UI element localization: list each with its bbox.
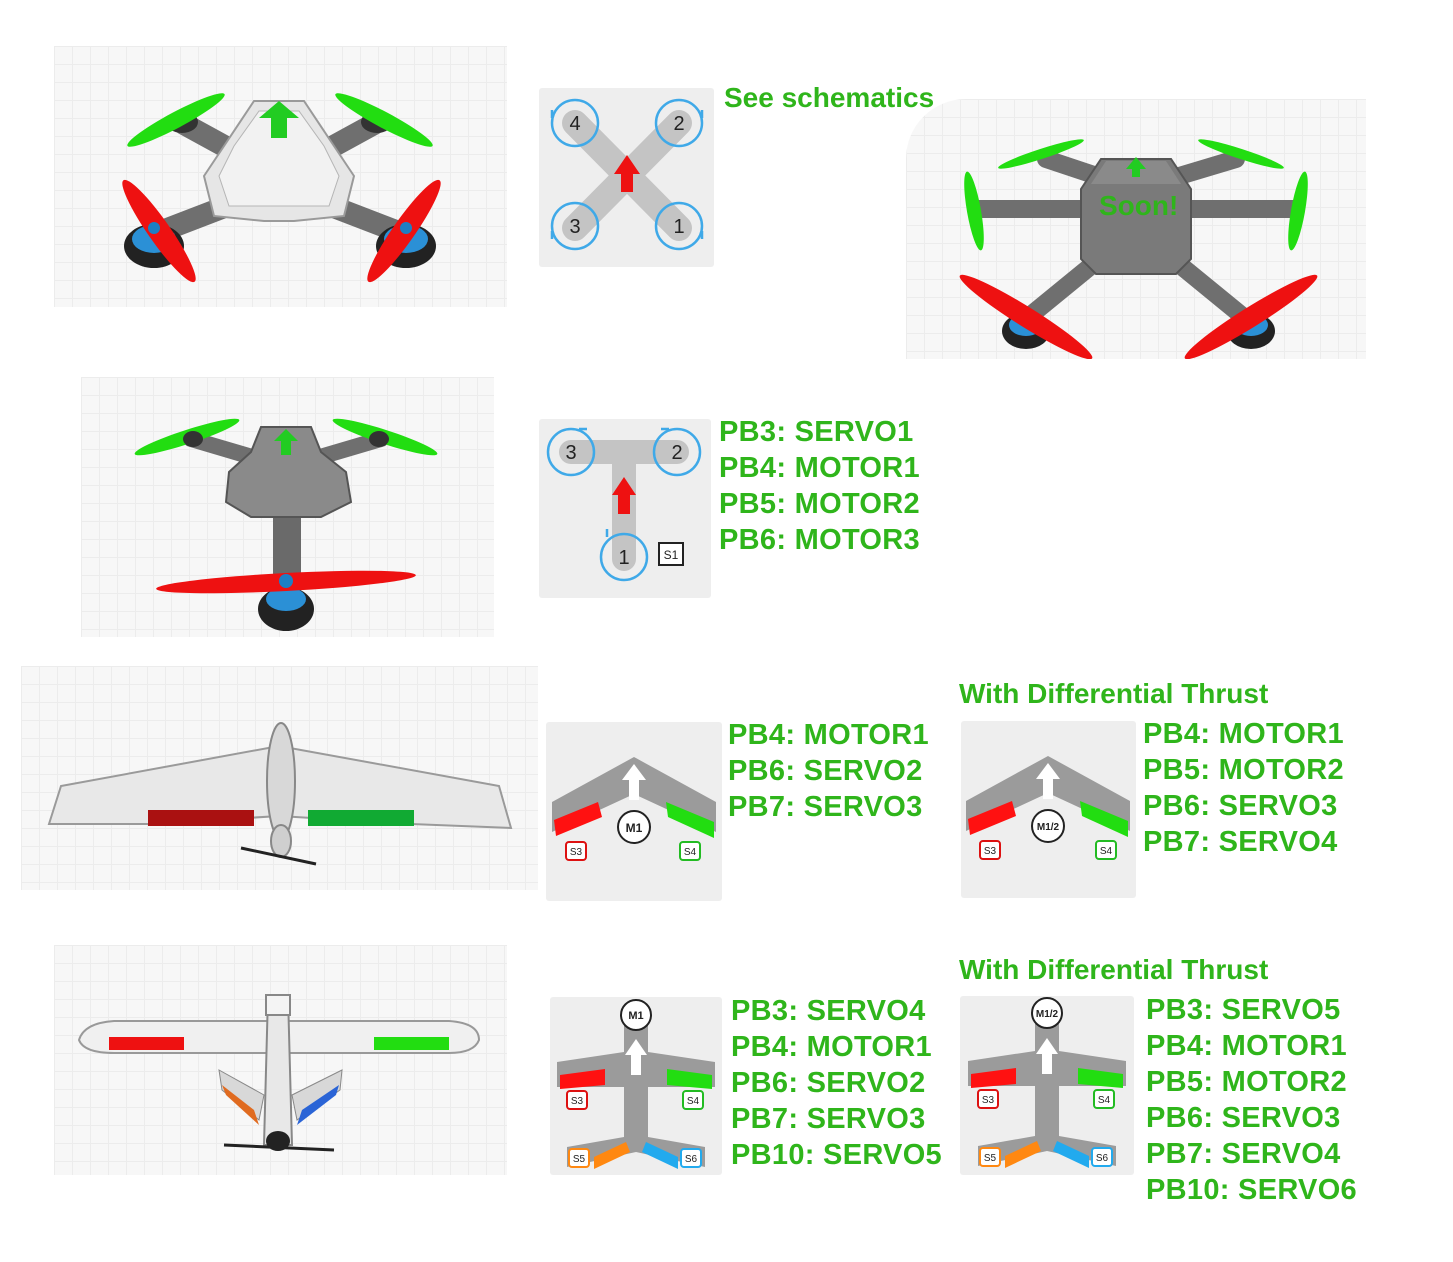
quad-motor-2-label: 2 <box>673 113 684 135</box>
tri-render <box>81 377 494 637</box>
plane-pin-list: PB3: SERVO4 PB4: MOTOR1 PB6: SERVO2 PB7:… <box>731 993 942 1173</box>
plane-pin-4: PB7: SERVO3 <box>731 1103 926 1135</box>
tri-pin-4: PB6: MOTOR3 <box>719 524 920 556</box>
wing-render <box>21 666 538 890</box>
plane-diff-servo-s3: S3 <box>982 1095 995 1106</box>
quad-schematic: 4 2 3 1 <box>539 88 714 267</box>
wing-diff-title: With Differential Thrust <box>959 678 1269 709</box>
plane-diff-pin-3: PB5: MOTOR2 <box>1146 1066 1347 1098</box>
quad-motor-4-label: 4 <box>569 113 580 135</box>
plane-pin-1: PB3: SERVO4 <box>731 995 926 1027</box>
tri-schematic: 3 2 1 S1 <box>539 419 711 598</box>
tri-pin-1: PB3: SERVO1 <box>719 416 914 448</box>
plane-diff-pin-5: PB7: SERVO4 <box>1146 1138 1341 1170</box>
wing-diff-pin-2: PB5: MOTOR2 <box>1143 754 1344 786</box>
plane-diff-servo-s5: S5 <box>984 1153 997 1164</box>
quad-motor-3-label: 3 <box>569 216 580 238</box>
plane-servo-s5: S5 <box>573 1154 586 1165</box>
wing-diff-pin-list: PB4: MOTOR1 PB5: MOTOR2 PB6: SERVO3 PB7:… <box>1143 716 1344 860</box>
wing-diff-pin-1: PB4: MOTOR1 <box>1143 718 1344 750</box>
wing-pin-list: PB4: MOTOR1 PB6: SERVO2 PB7: SERVO3 <box>728 717 929 825</box>
wing-diff-motor-label: M1/2 <box>1037 822 1060 833</box>
see-schematics-note: See schematics <box>724 82 935 113</box>
quad-motor-1-label: 1 <box>673 216 684 238</box>
plane-diff-servo-s4: S4 <box>1098 1095 1111 1106</box>
plane-render <box>54 945 507 1175</box>
plane-diff-servo-s6: S6 <box>1096 1153 1109 1164</box>
plane-pin-3: PB6: SERVO2 <box>731 1067 926 1099</box>
plane-motor-label: M1 <box>628 1010 643 1022</box>
tri-motor-2-label: 2 <box>671 442 682 464</box>
plane-schematic: M1 S3 S4 S5 S6 <box>550 997 722 1175</box>
wing-diff-schematic: M1/2 S3 S4 <box>961 721 1136 898</box>
wing-schematic: M1 S3 S4 <box>546 722 722 901</box>
hex-soon-label: Soon! <box>1099 190 1179 221</box>
wing-diff-servo-right: S4 <box>1100 846 1113 857</box>
tri-pin-3: PB5: MOTOR2 <box>719 488 920 520</box>
plane-servo-s3: S3 <box>571 1096 584 1107</box>
tri-motor-3-label: 3 <box>565 442 576 464</box>
plane-diff-title: With Differential Thrust <box>959 954 1269 985</box>
plane-diff-pin-2: PB4: MOTOR1 <box>1146 1030 1347 1062</box>
wing-diff-servo-left: S3 <box>984 846 997 857</box>
wing-diff-pin-3: PB6: SERVO3 <box>1143 790 1338 822</box>
wing-diff-pin-4: PB7: SERVO4 <box>1143 826 1338 858</box>
wing-pin-2: PB6: SERVO2 <box>728 755 923 787</box>
plane-diff-pin-1: PB3: SERVO5 <box>1146 994 1341 1026</box>
plane-diff-pin-list: PB3: SERVO5 PB4: MOTOR1 PB5: MOTOR2 PB6:… <box>1146 992 1357 1208</box>
tri-motor-1-label: 1 <box>618 547 629 569</box>
plane-diff-schematic: M1/2 S3 S4 S5 S6 <box>960 996 1134 1175</box>
wing-servo-left: S3 <box>570 847 583 858</box>
plane-diff-pin-4: PB6: SERVO3 <box>1146 1102 1341 1134</box>
tri-servo-label: S1 <box>664 548 679 562</box>
plane-servo-s6: S6 <box>685 1154 698 1165</box>
wing-servo-right: S4 <box>684 847 697 858</box>
plane-pin-2: PB4: MOTOR1 <box>731 1031 932 1063</box>
quad-render <box>54 46 507 307</box>
plane-servo-s4: S4 <box>687 1096 700 1107</box>
wing-pin-1: PB4: MOTOR1 <box>728 719 929 751</box>
plane-diff-pin-6: PB10: SERVO6 <box>1146 1174 1357 1206</box>
plane-pin-5: PB10: SERVO5 <box>731 1139 942 1171</box>
wing-motor-label: M1 <box>626 821 643 835</box>
hex-render <box>906 99 1366 359</box>
wing-pin-3: PB7: SERVO3 <box>728 791 923 823</box>
tri-pin-list: PB3: SERVO1 PB4: MOTOR1 PB5: MOTOR2 PB6:… <box>719 414 920 558</box>
plane-diff-motor-label: M1/2 <box>1036 1009 1059 1020</box>
tri-pin-2: PB4: MOTOR1 <box>719 452 920 484</box>
